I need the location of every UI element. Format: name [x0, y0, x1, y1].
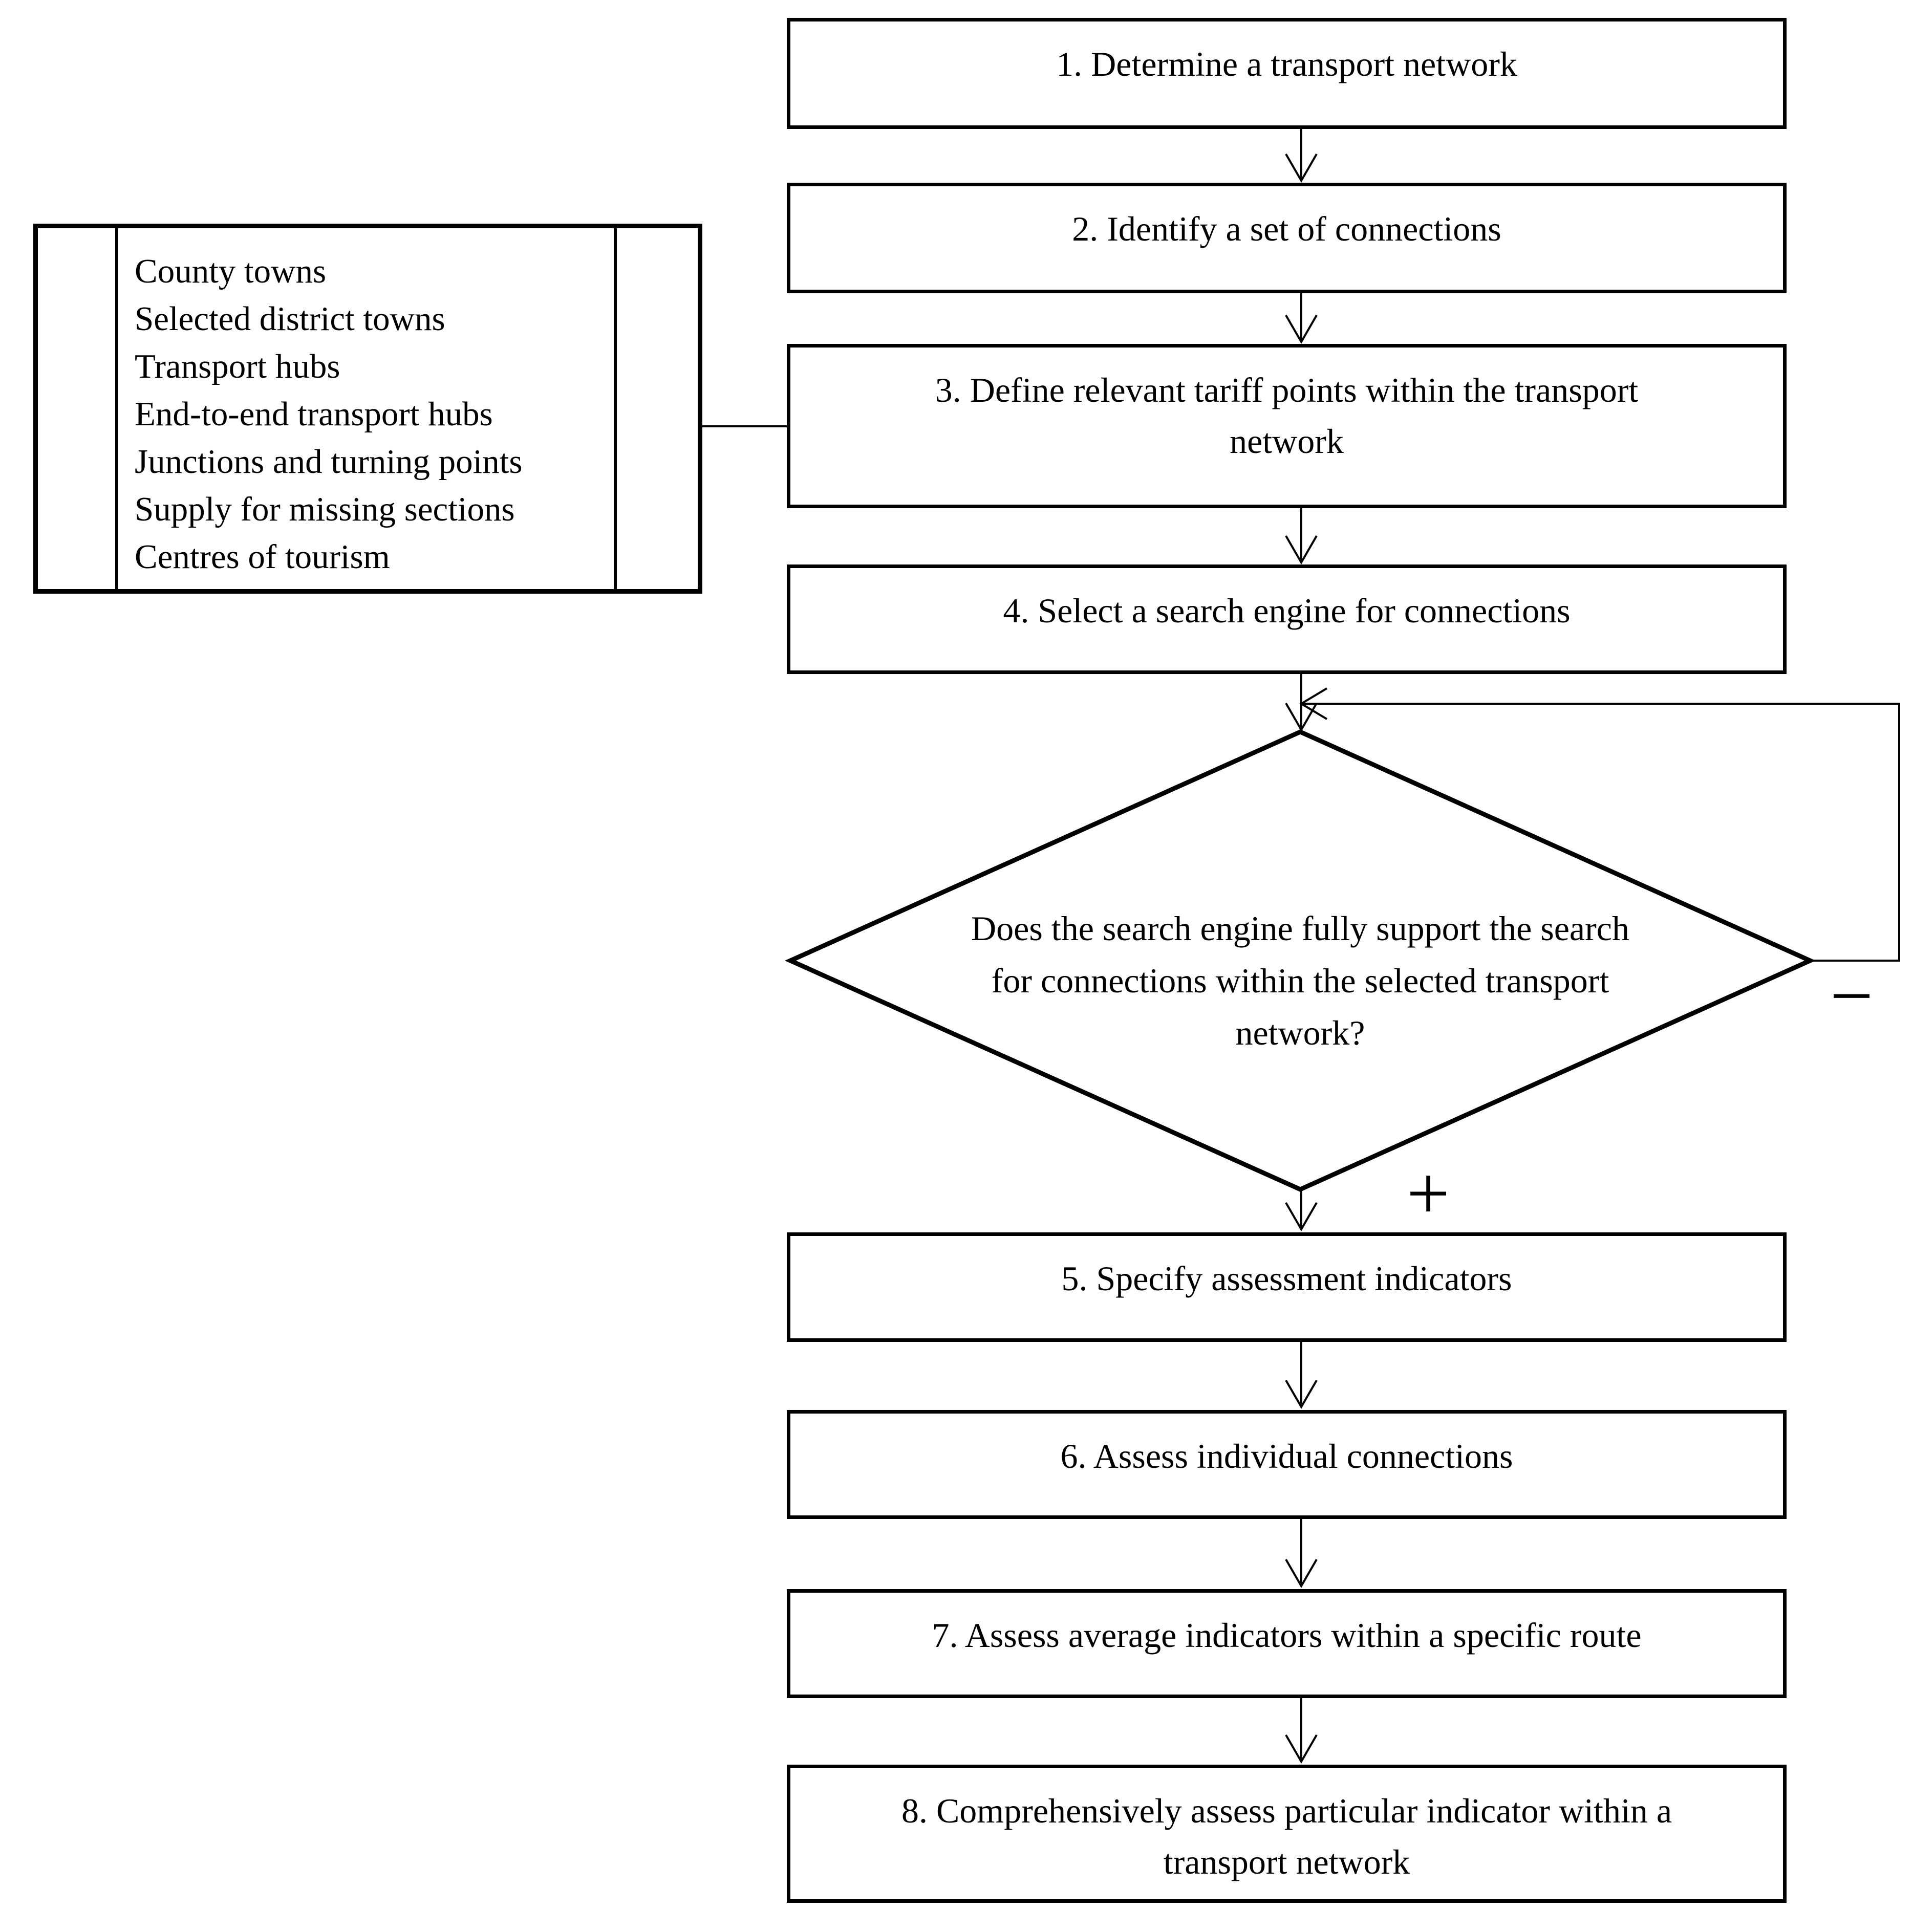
tariff-points-divider-left: [115, 224, 118, 594]
decision-label: Does the search engine fully support the…: [788, 902, 1812, 1059]
decision-label-line-3: network?: [1235, 1013, 1365, 1052]
step-label-3-line-1: 3. Define relevant tariff points within …: [935, 371, 1639, 409]
list-item-county-towns: County towns: [135, 252, 327, 290]
tariff-points-divider-right: [614, 224, 617, 594]
branch-negative-label: −: [1830, 953, 1874, 1038]
step-label-3: 3. Define relevant tariff points within …: [790, 364, 1783, 467]
feedback-line: [1301, 703, 1900, 962]
arrowhead-step6-step7: [1285, 1559, 1318, 1589]
step-label-1: 1. Determine a transport network: [1056, 45, 1517, 83]
branch-positive-label: +: [1406, 1151, 1450, 1236]
arrowhead-decision-step5: [1285, 1202, 1318, 1232]
tariff-points-list: County towns Selected district towns Tra…: [135, 248, 522, 581]
step-box-1: 1. Determine a transport network: [787, 18, 1787, 129]
decision-label-line-1: Does the search engine fully support the…: [971, 909, 1629, 948]
step-box-4: 4. Select a search engine for connection…: [787, 565, 1787, 674]
step-box-5: 5. Specify assessment indicators: [787, 1232, 1787, 1342]
step-box-2: 2. Identify a set of connections: [787, 183, 1787, 293]
step-label-2: 2. Identify a set of connections: [1072, 209, 1501, 248]
list-item-selected-district-towns: Selected district towns: [135, 300, 445, 338]
step-box-7: 7. Assess average indicators within a sp…: [787, 1589, 1787, 1698]
step-label-7: 7. Assess average indicators within a sp…: [932, 1616, 1642, 1655]
list-item-end-to-end-transport-hubs: End-to-end transport hubs: [135, 395, 493, 433]
step-label-6: 6. Assess individual connections: [1060, 1437, 1513, 1475]
arrowhead-step2-step3: [1285, 315, 1318, 344]
list-item-transport-hubs: Transport hubs: [135, 348, 340, 385]
arrowhead-step3-step4: [1285, 535, 1318, 565]
step-box-6: 6. Assess individual connections: [787, 1410, 1787, 1519]
arrowhead-step1-step2: [1285, 154, 1318, 183]
decision-label-line-2: for connections within the selected tran…: [991, 961, 1609, 1000]
step-label-8: 8. Comprehensively assess particular ind…: [790, 1785, 1783, 1887]
step-label-8-line-1: 8. Comprehensively assess particular ind…: [901, 1791, 1672, 1830]
step-label-8-line-2: transport network: [1163, 1842, 1410, 1881]
arrowhead-step7-step8: [1285, 1734, 1318, 1764]
step-label-5: 5. Specify assessment indicators: [1061, 1259, 1512, 1298]
arrowhead-step5-step6: [1285, 1380, 1318, 1409]
step-label-4: 4. Select a search engine for connection…: [1003, 591, 1571, 630]
list-item-junctions-turning-points: Junctions and turning points: [135, 443, 523, 481]
arrowhead-step4-decision: [1285, 703, 1318, 732]
step-box-3: 3. Define relevant tariff points within …: [787, 344, 1787, 508]
list-item-centres-of-tourism: Centres of tourism: [135, 538, 390, 576]
step-label-3-line-2: network: [1230, 422, 1344, 461]
list-item-supply-missing-sections: Supply for missing sections: [135, 490, 515, 528]
step-box-8: 8. Comprehensively assess particular ind…: [787, 1765, 1787, 1903]
tariff-points-box: [33, 224, 702, 594]
